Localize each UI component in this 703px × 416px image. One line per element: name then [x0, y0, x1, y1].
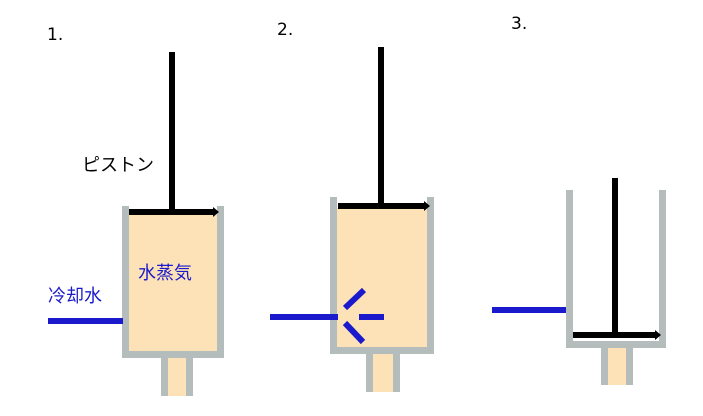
step-2-piston-rod: [378, 47, 384, 203]
step-3-piston-arrow-tip: [655, 330, 661, 340]
step-1-piston-head: [129, 209, 215, 215]
step-3-pipe-right-wall: [626, 348, 633, 385]
step-1-cylinder-left-wall: [122, 206, 129, 358]
step-2-pipe-left-wall: [366, 354, 373, 392]
steam-label: 水蒸気: [138, 263, 192, 284]
step-2-cylinder-right-wall: [427, 197, 434, 354]
step-2-water-spray-up: [342, 287, 367, 311]
step-3-cylinder-left-wall: [566, 190, 573, 348]
step-1-pipe-left-wall: [161, 358, 168, 396]
step-1: 1. ピストン 水蒸気 冷却水: [47, 25, 224, 396]
step-2-steam-fill: [337, 208, 427, 347]
step-2-cylinder-left-wall: [330, 197, 337, 354]
step-1-cylinder-bottom: [122, 351, 224, 358]
step-3-piston-rod: [612, 178, 618, 335]
step-1-cylinder-right-wall: [217, 206, 224, 358]
step-1-piston-rod: [169, 52, 175, 213]
step-2-water-spray-down: [342, 320, 366, 345]
piston-label: ピストン: [82, 155, 154, 176]
step-2-water-pipe: [270, 314, 338, 320]
step-3-pipe-left-wall: [601, 348, 608, 385]
step-3-cylinder-right-wall: [659, 190, 666, 348]
step-2-piston-arrow-tip: [424, 201, 430, 211]
step-3-pipe-steam: [608, 348, 626, 385]
step-1-water-pipe: [48, 318, 123, 324]
step-2-piston-head: [338, 203, 426, 209]
step-3-water-pipe: [492, 307, 566, 313]
step-1-piston-arrow-tip: [213, 207, 219, 217]
step-2-pipe-right-wall: [393, 354, 400, 392]
step-1-number: 1.: [47, 25, 63, 45]
step-3-number: 3.: [511, 14, 527, 34]
step-3-piston-head: [573, 332, 657, 338]
step-3: 3.: [492, 14, 666, 385]
step-2-cylinder-bottom: [330, 347, 434, 354]
step-2-pipe-steam: [373, 354, 393, 392]
step-3-cylinder-bottom: [566, 341, 666, 348]
step-2: 2.: [270, 20, 434, 392]
step-2-number: 2.: [277, 20, 293, 40]
cooling-water-label: 冷却水: [48, 286, 102, 307]
step-1-steam-fill: [128, 213, 218, 352]
step-1-pipe-steam: [168, 358, 186, 396]
step-1-pipe-right-wall: [186, 358, 193, 396]
